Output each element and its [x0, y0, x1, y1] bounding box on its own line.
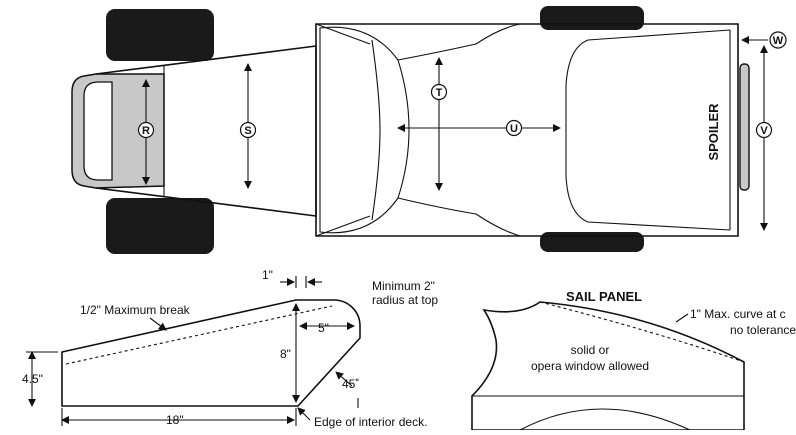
windshield-line-top: [315, 23, 371, 45]
profile-outline: [61, 299, 361, 407]
dim-4-5in-label: 4.5": [22, 372, 43, 386]
break-leader: [149, 317, 167, 331]
spoiler-bar: [739, 63, 750, 191]
dim-v-text: V: [760, 125, 768, 137]
dim-45-leader: [335, 371, 353, 387]
curve-limit-line2: no tolerance: [730, 323, 796, 337]
body-outline: [315, 23, 739, 237]
rear-left-wheel: [540, 6, 644, 30]
spoiler-label: SPOILER: [706, 103, 721, 161]
dim-r-text: R: [142, 125, 150, 137]
front-left-wheel: [106, 9, 214, 61]
dim-t-marker: [430, 83, 448, 101]
front-right-wheel: [106, 198, 214, 254]
min-radius-line1: Minimum 2": [372, 279, 435, 293]
dim-45-label: 45˚: [342, 377, 359, 391]
dim-v-marker: [755, 121, 773, 139]
deck-label: Edge of interior deck.: [314, 415, 427, 429]
windshield-line-bottom: [315, 215, 371, 237]
side-profile-drawing: 1" Minimum 2" radius at top 1/2" Maximum…: [22, 268, 438, 429]
rear-window-right: [397, 197, 521, 237]
dim-w-marker: [769, 31, 787, 49]
wheel-arch: [519, 408, 691, 431]
sail-panel-outline: [471, 301, 745, 431]
dim-w-text: W: [773, 35, 784, 47]
dim-s-text: S: [244, 125, 251, 137]
window-line2: opera window allowed: [531, 359, 649, 373]
sail-panel-curve-limit: [539, 301, 745, 363]
curve-limit-leader: [675, 313, 689, 323]
rear-window-left: [397, 23, 521, 61]
dim-s-marker: [239, 121, 257, 139]
min-radius-line2: radius at top: [372, 293, 438, 307]
curve-limit-line1: 1" Max. curve at c: [690, 307, 786, 321]
dim-u-text: U: [510, 123, 518, 135]
break-label: 1/2" Maximum break: [80, 303, 191, 317]
dim-t-text: T: [436, 87, 443, 99]
sail-panel-title: SAIL PANEL: [566, 289, 642, 304]
dim-18in-label: 18": [166, 413, 184, 427]
dim-8in-label: 8": [280, 347, 291, 361]
roof-front: [371, 39, 381, 221]
car-top-view: SPOILER R S T U V W: [71, 6, 787, 254]
deck-lid: [565, 29, 731, 231]
dim-r-marker: [137, 121, 155, 139]
dim-u-marker: [505, 119, 523, 137]
deck-leader: [297, 407, 311, 421]
rear-right-wheel: [540, 232, 644, 252]
dim-1in-label: 1": [262, 268, 273, 282]
windshield: [319, 26, 410, 234]
window-line1: solid or: [571, 343, 610, 357]
dim-5in-label: 5": [318, 321, 329, 335]
sail-panel-drawing: SAIL PANEL 1" Max. curve at c no toleran…: [471, 289, 796, 431]
bumper-inner: [83, 81, 113, 181]
